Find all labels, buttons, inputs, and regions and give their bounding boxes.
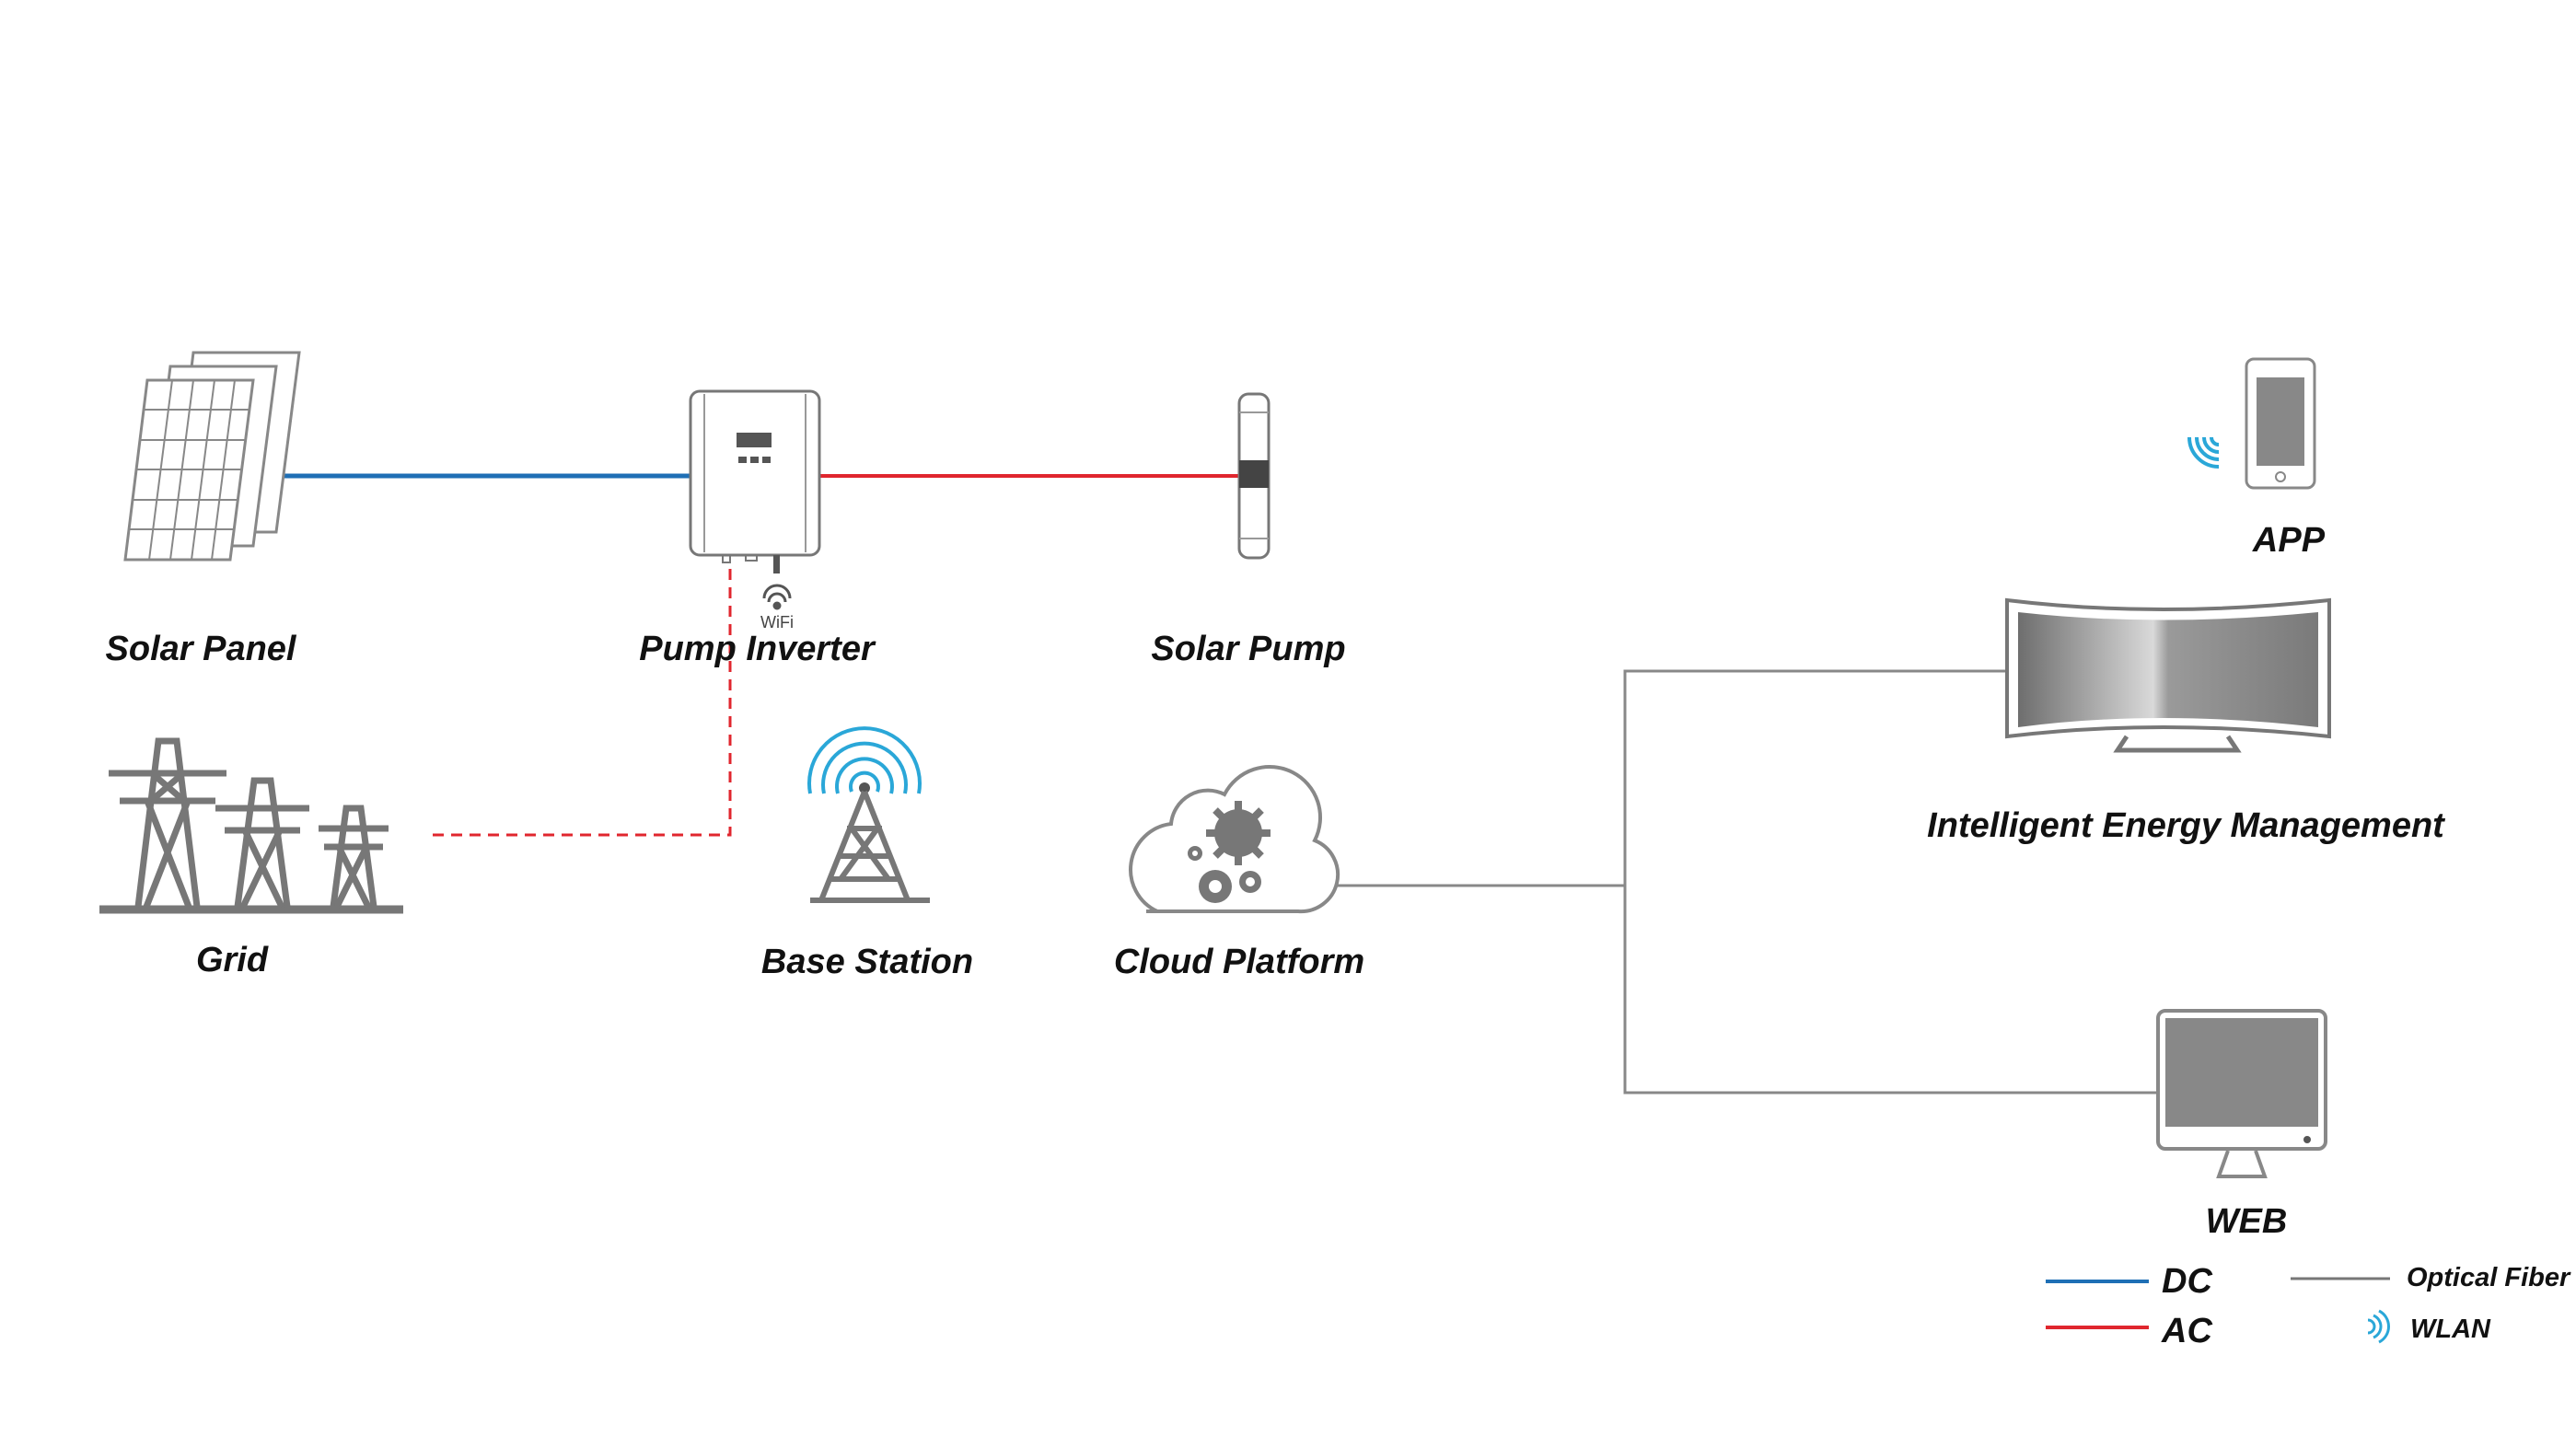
cloud-platform-icon [1129,765,1340,914]
wifi-label: WiFi [760,613,794,631]
app-label: APP [2252,521,2326,560]
base-station-label: Base Station [760,943,974,981]
pump-inverter-label: Pump Inverter [639,630,875,668]
phone-icon [2245,357,2316,490]
desktop-monitor-icon [2156,1009,2327,1178]
legend-optical-fiber-label: Optical Fiber [2407,1263,2570,1292]
legend-wlan-label: WLAN [2410,1315,2490,1344]
wifi-icon [762,584,792,610]
iem-label: Intelligent Energy Management [1927,806,2444,845]
legend-wlan-icon [2367,1309,2391,1344]
solar-pump-label: Solar Pump [1151,630,1346,668]
solar-pump-icon [1237,392,1271,560]
curved-monitor-icon [2005,597,2331,753]
legend-dc-label: DC [2162,1262,2212,1301]
grid-ac-dashed-line [433,563,732,837]
grid-label: Grid [195,941,269,979]
pump-inverter-icon [689,389,821,573]
legend-ac-label: AC [2162,1312,2212,1350]
wlan-icon [2187,436,2220,469]
grid-tower-icon [99,737,403,914]
solar-panel-icon [123,351,301,562]
solar-panel-label: Solar Panel [105,630,296,668]
fiber-line-upper [1623,669,2014,886]
base-station-icon [807,726,930,903]
cloud-platform-label: Cloud Platform [1113,943,1365,981]
fiber-line-lower [1623,886,2159,1095]
web-label: WEB [2205,1202,2288,1241]
